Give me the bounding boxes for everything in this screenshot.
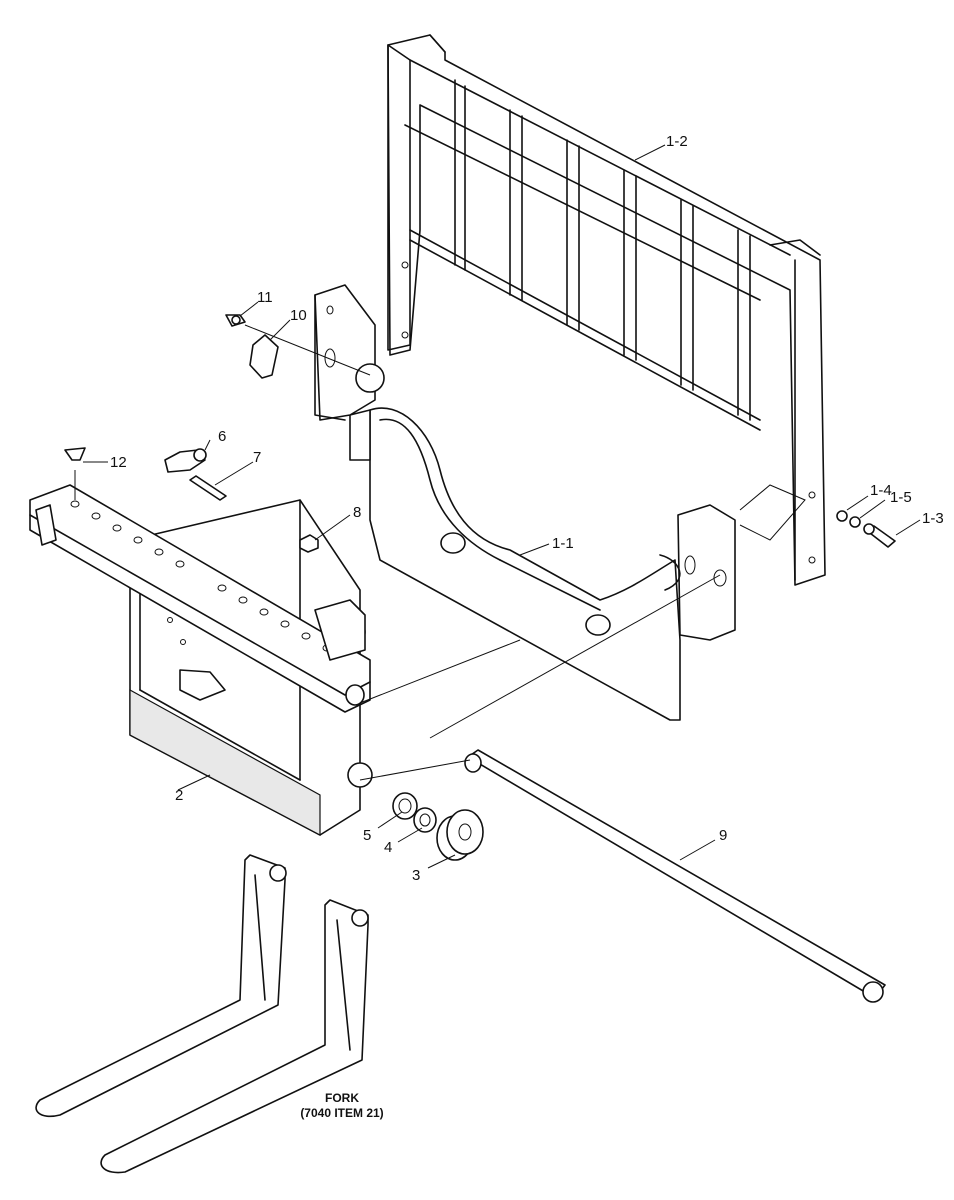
callout-1-5: 1-5 [890,489,912,506]
callout-9: 9 [719,827,727,844]
leader-lines [74,144,921,869]
roller-and-washers [392,792,484,861]
callout-5: 5 [363,827,371,844]
callout-4: 4 [384,839,392,856]
callout-1-1: 1-1 [552,535,574,552]
callout-10: 10 [290,307,307,324]
side-shifter [29,484,373,836]
forks [35,854,369,1174]
callout-labels: 1-2 1-1 1-3 1-4 1-5 2 3 4 5 6 7 8 9 10 1… [110,133,944,884]
callout-1-2: 1-2 [666,133,688,150]
fork-note-line1: FORK [325,1091,359,1105]
fork-note-line2: (7040 ITEM 21) [300,1106,383,1120]
load-backrest [387,34,826,586]
callout-1-3: 1-3 [922,510,944,527]
callout-7: 7 [253,449,261,466]
callout-3: 3 [412,867,420,884]
hardware [64,314,896,553]
callout-1-4: 1-4 [870,482,892,499]
callout-2: 2 [175,787,183,804]
callout-6: 6 [218,428,226,445]
fork-note: FORK (7040 ITEM 21) [300,1091,383,1120]
callout-8: 8 [353,504,361,521]
callout-11: 11 [257,289,273,306]
rod [464,749,886,1003]
carriage-frame [314,284,736,721]
callout-12: 12 [110,454,127,471]
